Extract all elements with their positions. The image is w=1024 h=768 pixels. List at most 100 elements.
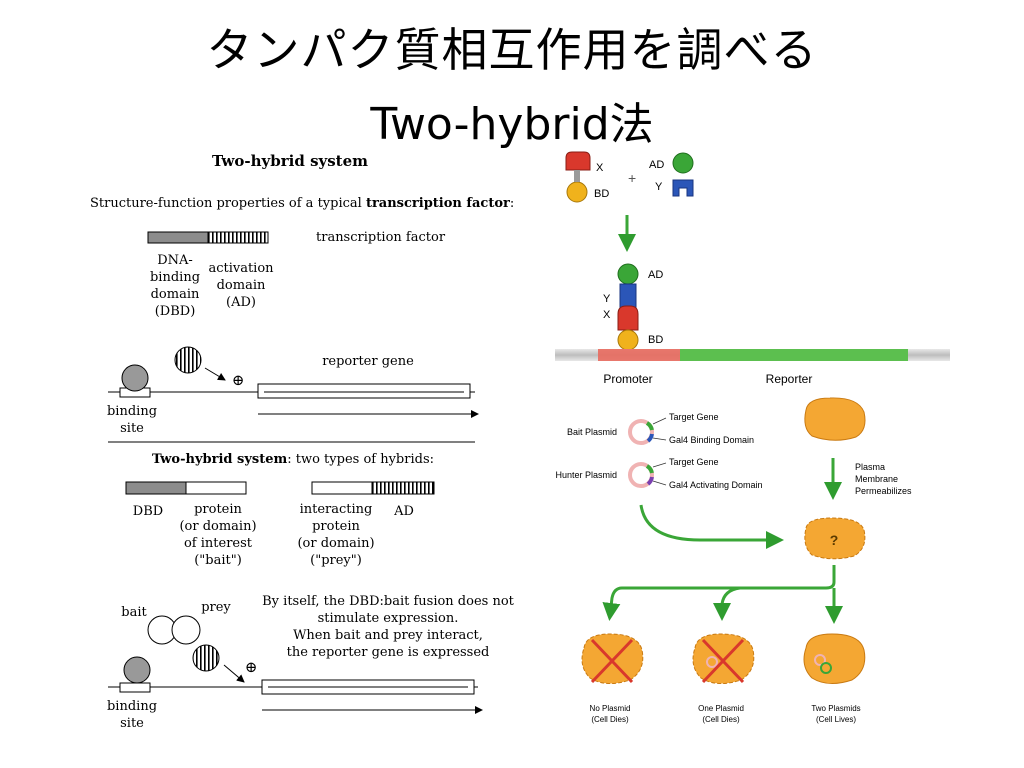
binding-site-box-2 (119, 682, 151, 693)
bd-domain (566, 181, 588, 203)
svg-text:(or domain): (or domain) (179, 519, 256, 534)
svg-text:Membrane: Membrane (855, 474, 898, 484)
gal4-activating-label: Gal4 Activating Domain (669, 480, 763, 490)
reporter-region (680, 349, 908, 361)
left-panel: Two-hybrid system Structure-function pro… (90, 152, 515, 731)
svg-text:When bait and prey interact,: When bait and prey interact, (293, 628, 483, 643)
svg-text:of interest: of interest (184, 536, 253, 551)
x-label-bound: X (603, 309, 611, 321)
yeast-cell (804, 397, 866, 441)
protein-y (672, 179, 694, 197)
green-curved-arrow (639, 504, 784, 549)
svg-text:(Cell Lives): (Cell Lives) (816, 715, 856, 724)
svg-text:(AD): (AD) (226, 295, 256, 310)
explanation-text: By itself, the DBD:bait fusion does not … (262, 594, 515, 660)
svg-text:(Cell Dies): (Cell Dies) (591, 715, 629, 724)
binding-site-label-2: binding site (107, 699, 157, 731)
branch-arrow-middle (713, 586, 741, 621)
svg-text:site: site (120, 421, 144, 436)
svg-text:domain: domain (217, 278, 266, 293)
svg-text:the reporter gene is expressed: the reporter gene is expressed (287, 645, 490, 660)
plasmid-in-cell-3b (820, 662, 832, 674)
section2-heading: Two-hybrid system: two types of hybrids: (152, 452, 434, 467)
svg-text:binding: binding (107, 404, 157, 419)
bait-target-gene: Target Gene (669, 412, 719, 422)
question-mark: ? (830, 532, 839, 548)
prey-label: prey (201, 600, 231, 615)
plus-right: + (628, 170, 636, 186)
bait-caption: protein (or domain) of interest ("bait") (179, 502, 256, 568)
svg-text:DNA-: DNA- (157, 253, 193, 268)
hunter-target-gene: Target Gene (669, 457, 719, 467)
outcome-one-plasmid: One Plasmid (Cell Dies) (692, 633, 755, 724)
outcome-no-plasmid: No Plasmid (Cell Dies) (581, 633, 644, 724)
gal4-binding-label: Gal4 Binding Domain (669, 435, 754, 445)
y-label-top: Y (655, 181, 663, 193)
bait-label: bait (121, 605, 147, 620)
svg-text:Permeabilizes: Permeabilizes (855, 486, 912, 496)
intro-text: Structure-function properties of a typic… (90, 196, 514, 211)
slide-subtitle: Two-hybrid法 (370, 99, 654, 150)
svg-text:(Cell Dies): (Cell Dies) (702, 715, 740, 724)
ad-label-bound: AD (648, 269, 663, 281)
ad-circle (174, 346, 202, 374)
dbd-short-label: DBD (133, 504, 163, 519)
bait-dbd-bar (125, 481, 187, 495)
promoter-label: Promoter (603, 372, 652, 386)
bait-plasmid-label: Bait Plasmid (567, 427, 617, 437)
ad-domain (672, 152, 694, 174)
protein-x-bound (617, 305, 639, 331)
promoter-region (598, 349, 680, 361)
x-label: X (596, 162, 604, 174)
plus-sign-2: ⊕ (245, 658, 258, 676)
svg-text:protein: protein (312, 519, 360, 534)
protein-x (565, 151, 591, 171)
reporter-gene-box (257, 383, 471, 399)
reporter-label: Reporter (766, 372, 813, 386)
ad-caption: activation domain (AD) (208, 261, 274, 310)
activation-arrow (204, 367, 226, 381)
tf-label: transcription factor (316, 230, 446, 245)
dbd-circle (121, 364, 149, 392)
permeabilized-cell (804, 517, 866, 560)
svg-text:site: site (120, 716, 144, 731)
svg-text:protein: protein (194, 502, 242, 517)
svg-text:stimulate expression.: stimulate expression. (318, 611, 459, 626)
prey-protein-bar (311, 481, 373, 495)
hunter-plasmid-label: Hunter Plasmid (555, 470, 617, 480)
svg-text:("bait"): ("bait") (194, 553, 242, 568)
svg-text:binding: binding (150, 270, 200, 285)
reporter-gene-label: reporter gene (322, 354, 414, 369)
prey-circle (171, 615, 201, 645)
dbd-caption: DNA- binding domain (DBD) (150, 253, 200, 319)
bd-domain-bound (617, 329, 639, 351)
dbd-circle-2 (123, 656, 151, 684)
y-label-bound: Y (603, 293, 611, 305)
permeabilize-label: Plasma Membrane Permeabilizes (855, 462, 912, 496)
bait-protein-bar (185, 481, 247, 495)
activation-arrow-2 (223, 664, 245, 683)
branch-arrow-left (602, 565, 836, 621)
plasmid-in-cell-3a (814, 654, 826, 666)
right-panel: X BD + AD Y AD Y X BD Promoter Reporter … (555, 151, 950, 724)
svg-text:One Plasmid: One Plasmid (698, 704, 744, 713)
prey-ad-circle (192, 644, 220, 672)
svg-text:activation: activation (208, 261, 274, 276)
binding-site-label: binding site (107, 404, 157, 436)
svg-text:By itself, the DBD:bait fusion: By itself, the DBD:bait fusion does not (262, 594, 515, 609)
prey-caption: interacting protein (or domain) ("prey") (297, 502, 374, 568)
slide-title: タンパク質相互作用を調べる (206, 23, 818, 77)
ad-short-label: AD (393, 504, 414, 519)
bd-label: BD (594, 188, 609, 200)
protein-y-bound (619, 283, 637, 309)
plus-sign: ⊕ (232, 371, 245, 389)
prey-ad-bar (371, 481, 435, 495)
svg-text:(or domain): (or domain) (297, 536, 374, 551)
svg-text:Plasma: Plasma (855, 462, 885, 472)
ad-label-top: AD (649, 159, 664, 171)
ad-bar (207, 231, 269, 244)
svg-text:No Plasmid: No Plasmid (590, 704, 631, 713)
bait-plasmid (628, 419, 654, 445)
living-cell (803, 633, 866, 684)
